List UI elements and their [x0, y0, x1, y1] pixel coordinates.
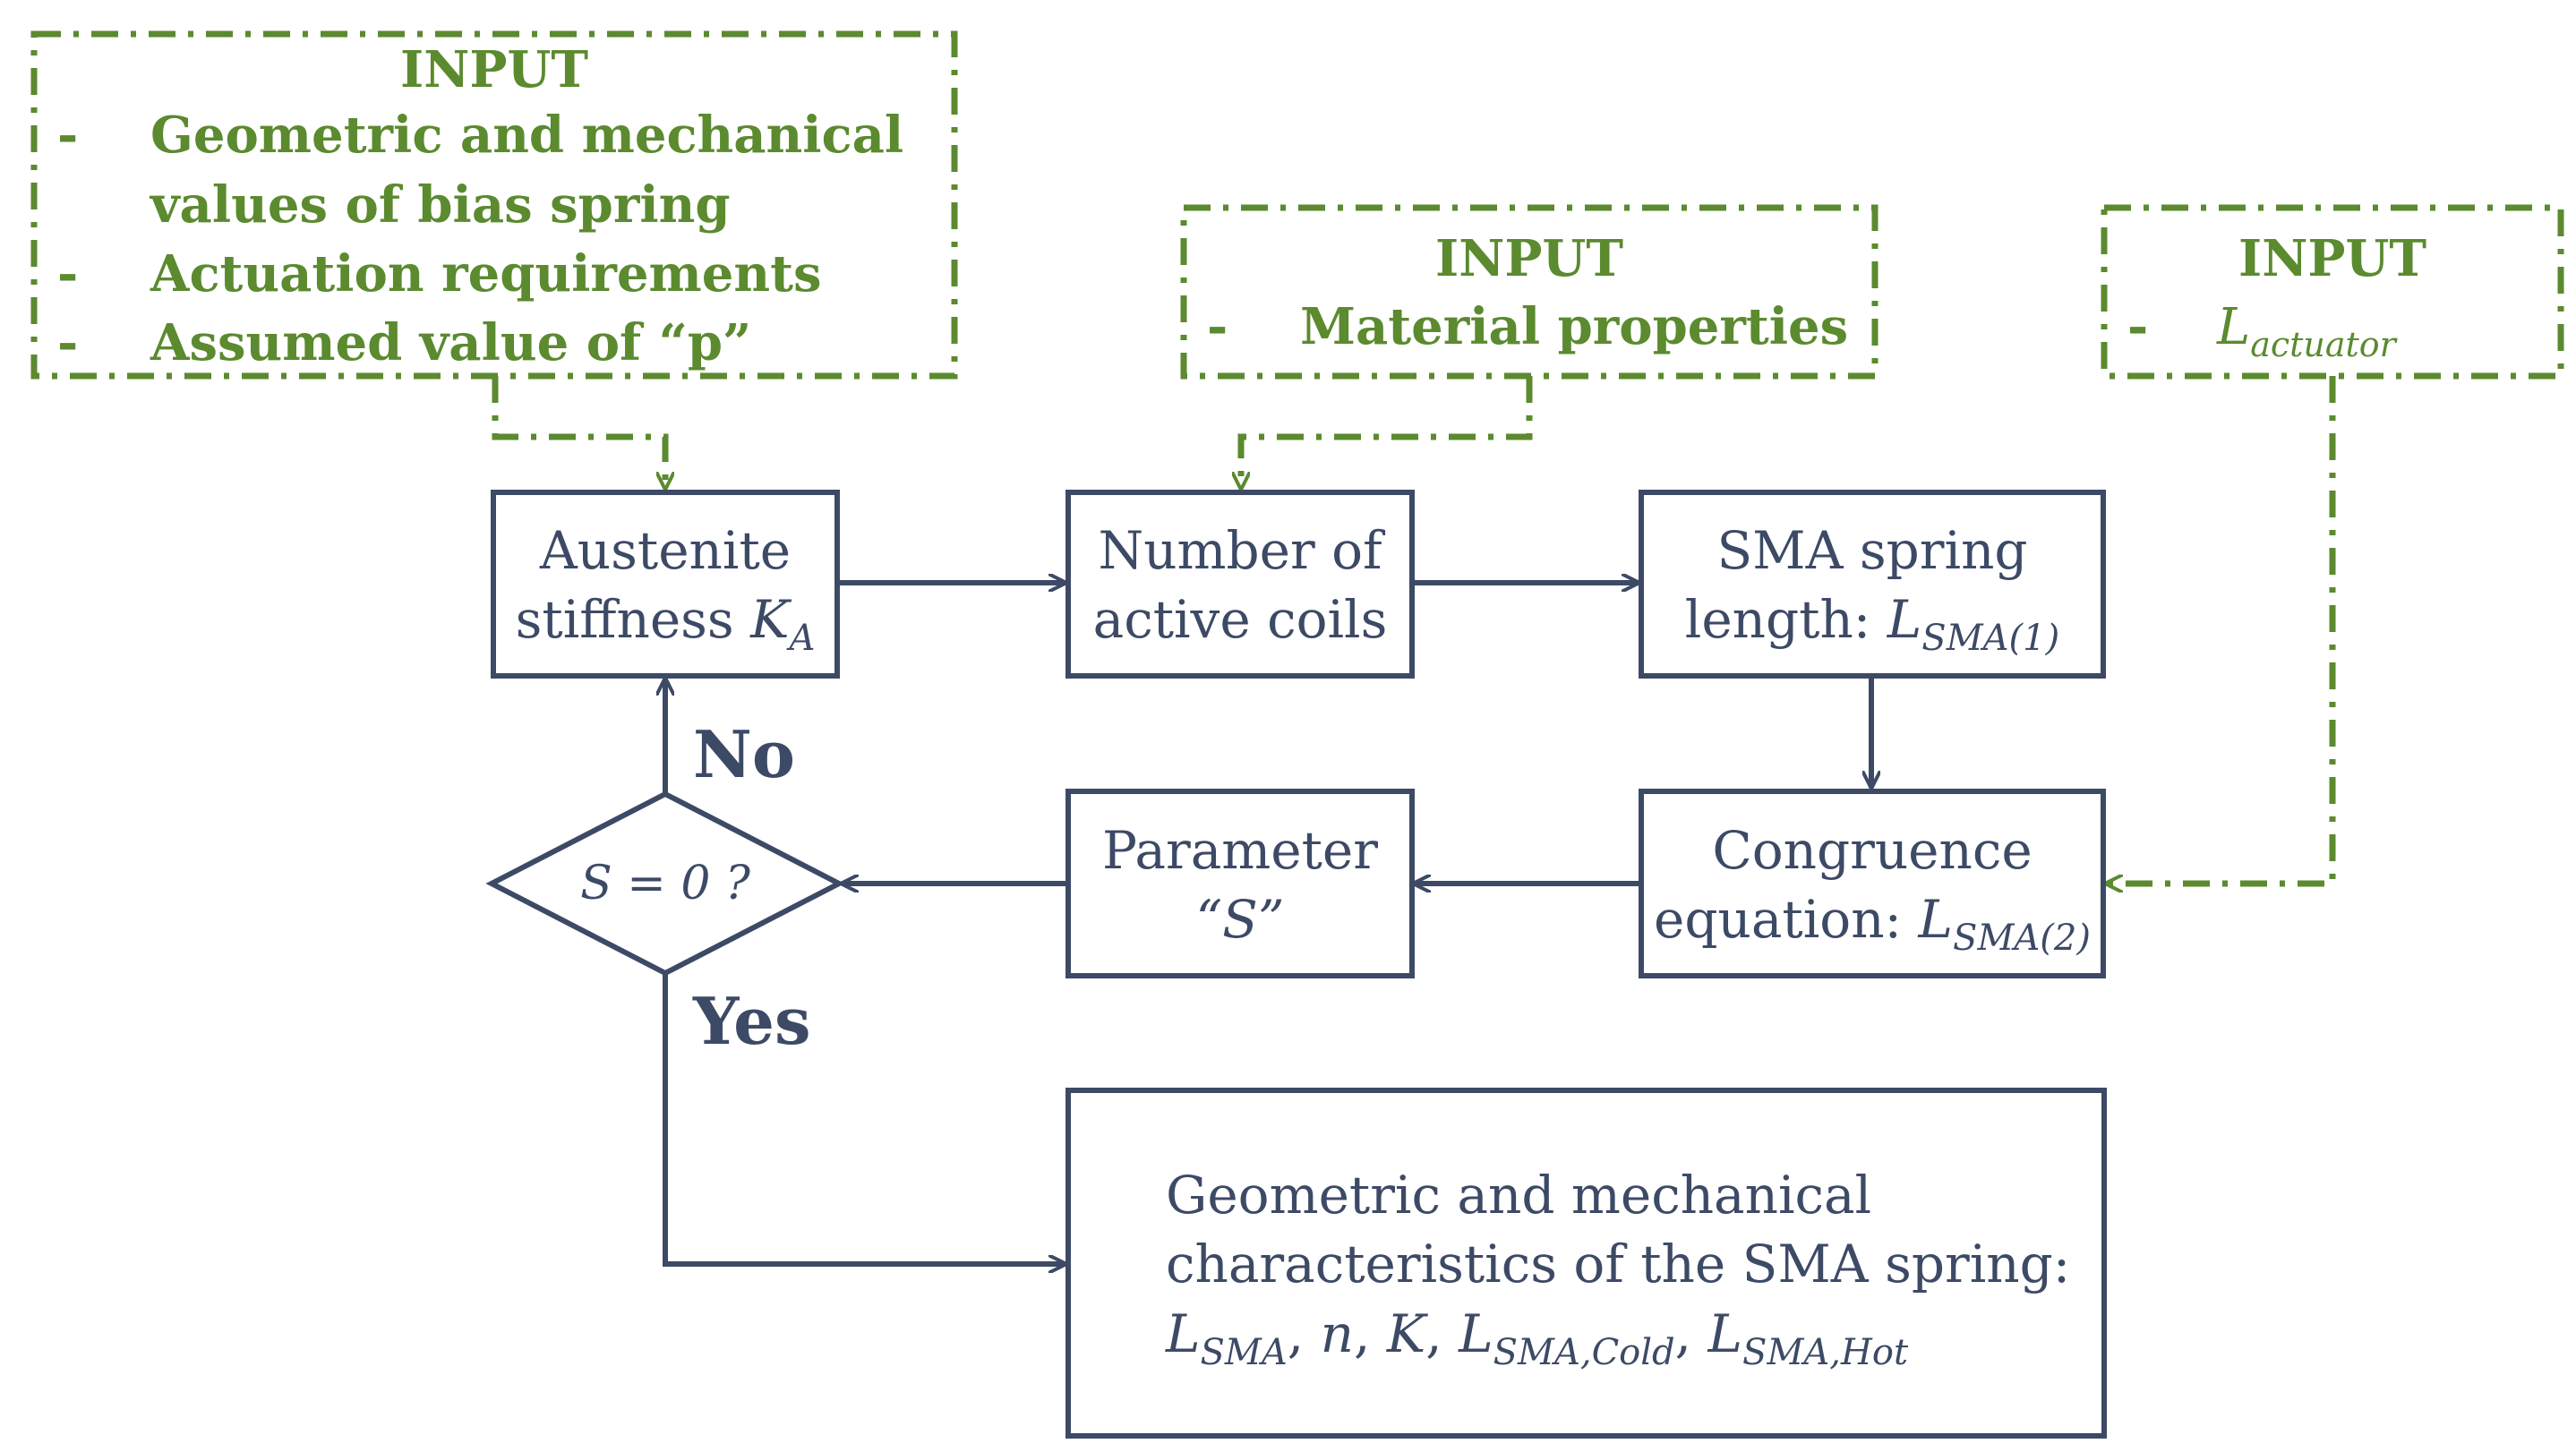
input-actuator-subscript: actuator [2250, 325, 2398, 364]
node-sma-length-line-1: SMA spring [1716, 520, 2027, 581]
input-actuator-value: Lactuator [2216, 298, 2399, 364]
input-actuator-symbol: L [2216, 298, 2250, 356]
input-bias-item-3: Assumed value of “p” [150, 313, 751, 372]
node-congruence-line-1: Congruence [1712, 820, 2032, 881]
node-congruence-text: equation: [1654, 889, 1919, 950]
node-austenite-text: stiffness [516, 589, 750, 650]
input-actuator-title: INPUT [2238, 229, 2426, 288]
arrow-decision-yes-to-output [663, 975, 1065, 1264]
node-congruence-symbol: L [1918, 889, 1954, 950]
node-sma-length-subscript: SMA(1) [1921, 618, 2059, 659]
node-congruence-frame [1639, 789, 2106, 978]
node-decision: S = 0 ? [485, 790, 845, 977]
node-congruence-equation: Congruence equation: LSMA(2) [1639, 789, 2106, 978]
input-bias-bullet-2: - [57, 244, 78, 303]
output-term-5-symbol: L [1707, 1303, 1743, 1364]
node-parameter-line-2: “S” [1195, 889, 1284, 950]
connector-actuator-to-congruence [2106, 376, 2336, 884]
node-austenite-line-1: Austenite [539, 520, 791, 581]
output-term-3-symbol: K [1386, 1303, 1429, 1364]
node-austenite-stiffness: Austenite stiffness KA [491, 490, 840, 679]
node-parameter-s: Parameter “S” [1065, 789, 1415, 978]
node-sma-length-text: length: [1685, 589, 1887, 650]
node-coils-line-1: Number of [1098, 520, 1385, 581]
output-term-3-sep: , [1425, 1303, 1459, 1364]
node-coils-frame [1065, 490, 1415, 679]
input-box-actuator-frame [2101, 204, 2564, 380]
output-term-4-subscript: SMA,Cold [1493, 1332, 1675, 1373]
output-term-4-symbol: L [1458, 1303, 1493, 1364]
output-term-1-sep: , [1288, 1303, 1321, 1364]
node-sma-length-symbol: L [1887, 589, 1922, 650]
node-austenite-subscript: A [785, 618, 815, 659]
input-bias-title: INPUT [400, 40, 588, 99]
node-austenite-symbol: K [749, 589, 792, 650]
node-output-line-2: characteristics of the SMA spring: [1166, 1234, 2070, 1294]
output-term-1-symbol: L [1165, 1303, 1201, 1364]
input-box-actuator: INPUT - Lactuator [2101, 204, 2564, 380]
connector-bias-to-austenite [492, 376, 665, 489]
node-coils-line-2: active coils [1093, 589, 1388, 650]
output-term-5-subscript: SMA,Hot [1742, 1332, 1909, 1373]
decision-diamond [485, 790, 845, 977]
input-material-item: Material properties [1300, 297, 1848, 356]
connector-material-to-coils [1241, 376, 1533, 489]
branch-label-no: No [693, 716, 795, 792]
input-box-material: INPUT - Material properties [1180, 204, 1879, 380]
node-austenite-line-2: stiffness KA [516, 589, 816, 659]
node-congruence-subscript: SMA(2) [1953, 918, 2091, 959]
node-parameter-frame [1065, 789, 1415, 978]
output-term-2-symbol: n [1321, 1303, 1354, 1364]
output-term-4-sep: , [1675, 1303, 1708, 1364]
output-term-2-sep: , [1354, 1303, 1387, 1364]
input-material-title: INPUT [1435, 229, 1623, 288]
input-bias-item-1-line-1: Geometric and mechanical [150, 106, 903, 165]
output-term-1-subscript: SMA [1201, 1332, 1288, 1373]
input-bias-bullet-1: - [57, 106, 78, 165]
input-box-bias-spring: INPUT - Geometric and mechanical values … [30, 30, 958, 380]
node-sma-length-line-2: length: LSMA(1) [1685, 589, 2059, 659]
node-sma-length-frame [1639, 490, 2106, 679]
input-bias-item-1-line-2: values of bias spring [149, 175, 730, 235]
input-actuator-bullet: - [2127, 297, 2148, 356]
input-bias-item-2: Actuation requirements [150, 244, 822, 303]
node-output-line-3: LSMA, n, K, LSMA,Cold, LSMA,Hot [1165, 1303, 1909, 1373]
node-parameter-line-1: Parameter [1102, 820, 1378, 881]
node-output: Geometric and mechanical characteristics… [1065, 1088, 2107, 1439]
node-output-frame [1065, 1088, 2107, 1439]
node-output-line-1: Geometric and mechanical [1166, 1165, 1871, 1226]
node-congruence-line-2: equation: LSMA(2) [1654, 889, 2091, 959]
node-austenite-frame [491, 490, 840, 679]
decision-label: S = 0 ? [580, 857, 751, 910]
input-bias-bullet-3: - [57, 313, 78, 372]
branch-label-yes: Yes [692, 983, 810, 1059]
node-sma-spring-length: SMA spring length: LSMA(1) [1639, 490, 2106, 679]
node-active-coils: Number of active coils [1065, 490, 1415, 679]
input-material-bullet: - [1207, 297, 1228, 356]
